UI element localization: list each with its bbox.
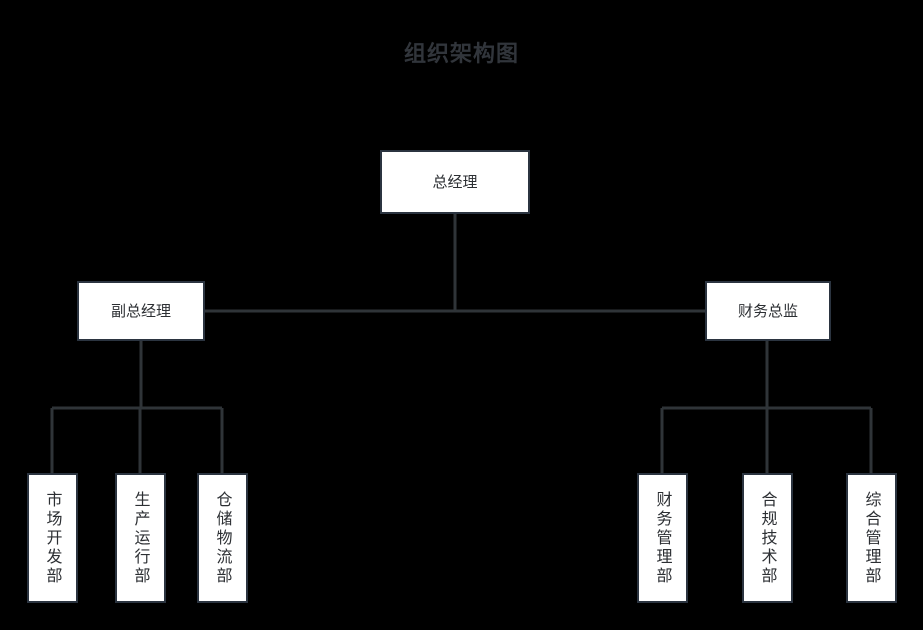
node-label: 市场开发部 [43,490,63,586]
node-general-manager[interactable]: 总经理 [380,150,530,214]
node-market-development-dept[interactable]: 市场开发部 [27,473,78,603]
node-general-administration-dept[interactable]: 综合管理部 [846,473,897,603]
node-financial-management-dept[interactable]: 财务管理部 [637,473,688,603]
node-label: 副总经理 [110,302,171,320]
node-label: 仓储物流部 [213,490,233,586]
node-label: 总经理 [432,173,478,191]
node-compliance-technology-dept[interactable]: 合规技术部 [742,473,793,603]
node-label: 综合管理部 [862,490,882,586]
node-label: 财务管理部 [653,490,673,586]
node-production-operations-dept[interactable]: 生产运行部 [115,473,166,603]
node-financial-director[interactable]: 财务总监 [705,281,831,341]
node-deputy-general-manager[interactable]: 副总经理 [77,281,205,341]
node-label: 生产运行部 [131,490,151,586]
node-warehousing-logistics-dept[interactable]: 仓储物流部 [197,473,248,603]
node-label: 财务总监 [737,302,798,320]
page-title: 组织架构图 [403,42,519,67]
node-label: 合规技术部 [758,490,778,586]
